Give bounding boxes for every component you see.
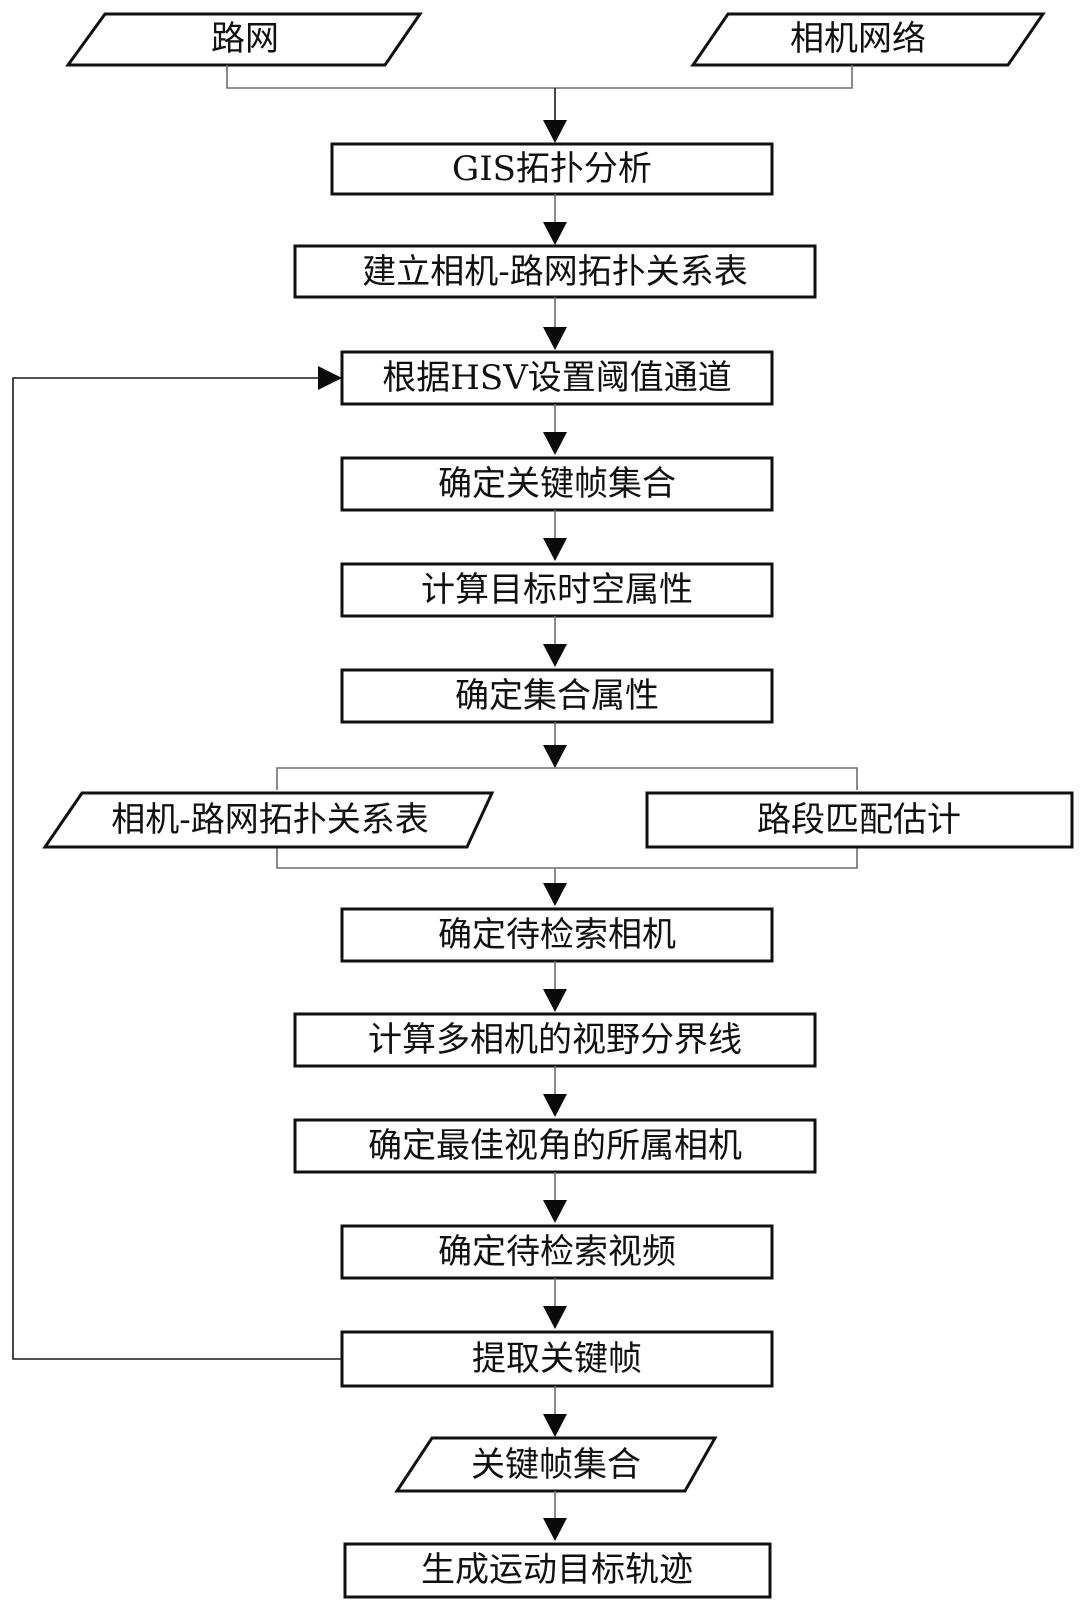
arrow-head — [543, 745, 567, 768]
step-compute-spatiotemporal-attributes: 计算目标时空属性 — [342, 564, 772, 616]
arrow-head — [543, 1518, 567, 1541]
step-hsv-threshold-channel: 根据HSV设置阈值通道 — [342, 352, 772, 404]
arrow-head-loop — [318, 366, 342, 390]
step-label: 确定关键帧集合 — [438, 464, 676, 504]
step-determine-videos-to-search: 确定待检索视频 — [342, 1226, 772, 1278]
data-keyframe-set-label: 关键帧集合 — [471, 1445, 641, 1485]
step-label: 建立相机-路网拓扑关系表 — [362, 252, 748, 292]
connector-branch-split — [277, 768, 857, 790]
step-label: 确定最佳视角的所属相机 — [368, 1126, 742, 1166]
connector-inputs-merge — [227, 65, 852, 88]
connector-branch-join — [277, 846, 857, 868]
step-gis-topology-analysis: GIS拓扑分析 — [332, 144, 772, 194]
input-camera-network-label: 相机网络 — [790, 19, 926, 59]
step-label: 提取关键帧 — [472, 1339, 642, 1379]
arrow-head — [543, 883, 567, 906]
data-camera-road-table: 相机-路网拓扑关系表 — [45, 793, 492, 847]
data-camera-road-table-label: 相机-路网拓扑关系表 — [111, 800, 429, 840]
step-label: 生成运动目标轨迹 — [421, 1550, 693, 1590]
step-generate-trajectory: 生成运动目标轨迹 — [345, 1544, 770, 1597]
step-determine-best-view-camera: 确定最佳视角的所属相机 — [295, 1120, 815, 1172]
arrow-head — [543, 538, 567, 561]
step-determine-cameras-to-search: 确定待检索相机 — [342, 909, 772, 961]
arrow-head — [543, 1094, 567, 1117]
process-road-segment-matching-label: 路段匹配估计 — [757, 800, 961, 840]
step-label: 根据HSV设置阈值通道 — [382, 358, 732, 398]
input-camera-network: 相机网络 — [693, 14, 1043, 65]
arrow-head — [543, 644, 567, 667]
step-label: 确定待检索视频 — [438, 1232, 676, 1272]
arrow-head — [543, 1306, 567, 1329]
arrow-head — [543, 222, 567, 245]
step-label: 计算多相机的视野分界线 — [368, 1020, 742, 1060]
step-label: GIS拓扑分析 — [452, 149, 652, 189]
step-determine-keyframe-set: 确定关键帧集合 — [342, 458, 772, 510]
arrow-head — [543, 989, 567, 1012]
data-keyframe-set: 关键帧集合 — [397, 1438, 715, 1491]
step-label: 计算目标时空属性 — [421, 570, 693, 610]
step-compute-fov-boundaries: 计算多相机的视野分界线 — [295, 1014, 815, 1066]
step-label: 确定集合属性 — [455, 676, 659, 716]
process-road-segment-matching: 路段匹配估计 — [647, 793, 1072, 847]
arrow-head — [543, 1414, 567, 1437]
step-build-camera-road-table: 建立相机-路网拓扑关系表 — [295, 246, 815, 297]
step-label: 确定待检索相机 — [438, 915, 676, 955]
arrow-head — [543, 327, 567, 350]
input-road-network-label: 路网 — [211, 19, 279, 59]
step-extract-keyframes: 提取关键帧 — [342, 1332, 772, 1386]
arrow-head — [543, 432, 567, 455]
arrow-head — [543, 120, 567, 143]
input-road-network: 路网 — [68, 14, 420, 65]
arrow-head — [543, 1200, 567, 1223]
step-determine-set-attributes: 确定集合属性 — [342, 670, 772, 722]
